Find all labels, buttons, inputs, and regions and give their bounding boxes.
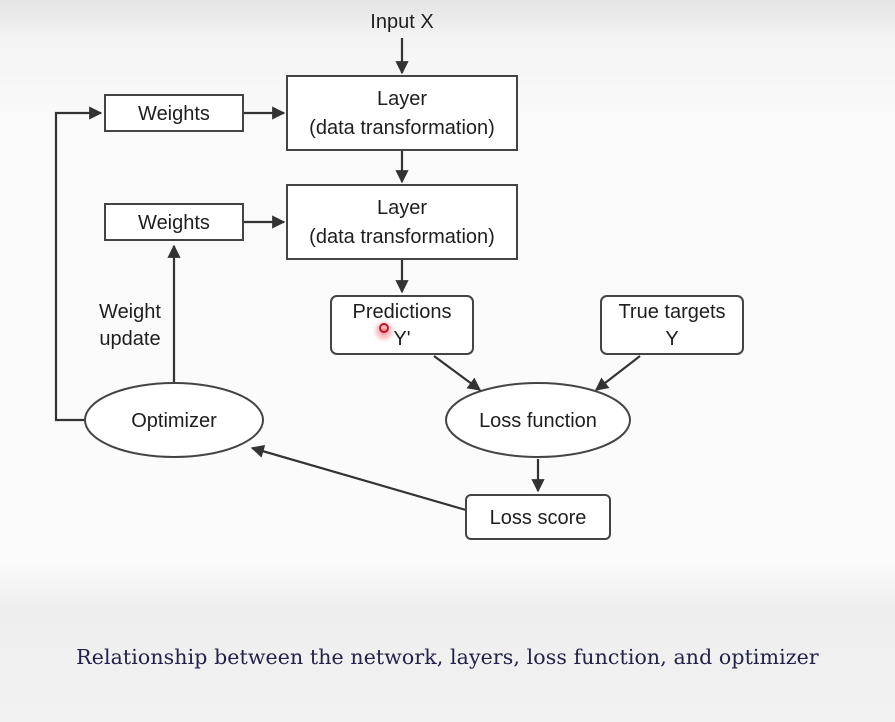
pointer-cursor-highlight xyxy=(371,318,397,344)
weights-2-label: Weights xyxy=(138,212,210,234)
predictions-symbol: Y' xyxy=(393,328,410,350)
layer-2-box: Layer (data transformation) xyxy=(286,184,518,260)
loss-function-ellipse: Loss function xyxy=(445,382,631,458)
optimizer-label: Optimizer xyxy=(131,410,217,432)
neural-network-diagram: Input X Layer (data transformation) Weig… xyxy=(54,11,744,540)
layer-1-subtitle: (data transformation) xyxy=(309,117,495,139)
weight-update-label-line1: Weight xyxy=(99,301,161,323)
true-targets-symbol: Y xyxy=(665,328,678,350)
layer-2-subtitle: (data transformation) xyxy=(309,226,495,248)
arrow-loss-score-to-optimizer xyxy=(250,444,467,512)
optimizer-ellipse: Optimizer xyxy=(84,382,264,458)
arrow-true-targets-to-loss-function xyxy=(594,355,641,391)
loss-score-label: Loss score xyxy=(490,507,587,529)
true-targets-title: True targets xyxy=(618,301,725,323)
true-targets-box: True targets Y xyxy=(600,295,744,355)
weights-1-label: Weights xyxy=(138,103,210,125)
arrow-predictions-to-loss-function xyxy=(433,355,482,391)
weight-update-label-line2: update xyxy=(99,328,160,350)
loss-function-label: Loss function xyxy=(479,410,597,432)
input-label: Input X xyxy=(370,11,433,33)
layer-1-title: Layer xyxy=(377,88,427,110)
predictions-title: Predictions xyxy=(353,301,452,323)
predictions-box: Predictions Y' xyxy=(330,295,474,355)
loss-score-box: Loss score xyxy=(465,494,611,540)
arrow-optimizer-to-weights1 xyxy=(54,106,103,422)
weights-1-box: Weights xyxy=(104,94,244,132)
layer-1-box: Layer (data transformation) xyxy=(286,75,518,151)
weights-2-box: Weights xyxy=(104,203,244,241)
layer-2-title: Layer xyxy=(377,197,427,219)
figure-caption: Relationship between the network, layers… xyxy=(76,645,819,669)
